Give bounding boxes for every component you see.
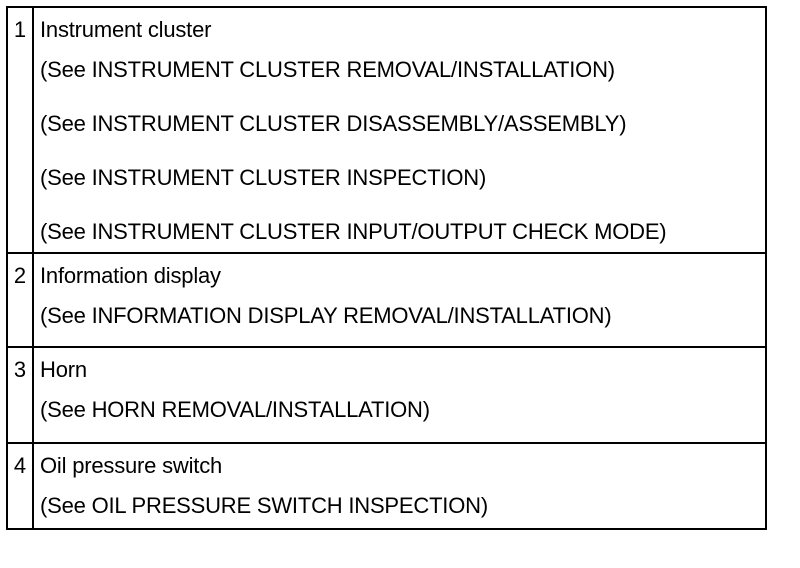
reference-link[interactable]: (See INSTRUMENT CLUSTER INSPECTION) <box>40 156 765 210</box>
parts-table: 1 Instrument cluster (See INSTRUMENT CLU… <box>6 6 767 530</box>
reference-text[interactable]: (See INSTRUMENT CLUSTER INPUT/OUTPUT CHE… <box>40 219 667 244</box>
table-row: 3 Horn (See HORN REMOVAL/INSTALLATION) <box>7 346 766 443</box>
reference-link[interactable]: (See INSTRUMENT CLUSTER REMOVAL/INSTALLA… <box>40 48 765 102</box>
reference-text[interactable]: (See INFORMATION DISPLAY REMOVAL/INSTALL… <box>40 303 612 328</box>
reference-text[interactable]: (See INSTRUMENT CLUSTER INSPECTION) <box>40 165 487 190</box>
row-number: 3 <box>7 346 34 443</box>
reference-link[interactable]: (See INSTRUMENT CLUSTER INPUT/OUTPUT CHE… <box>40 210 765 252</box>
row-title: Information display <box>40 263 221 288</box>
reference-link[interactable]: (See INSTRUMENT CLUSTER DISASSEMBLY/ASSE… <box>40 102 765 156</box>
row-content: Horn (See HORN REMOVAL/INSTALLATION) <box>33 346 766 443</box>
reference-link[interactable]: (See HORN REMOVAL/INSTALLATION) <box>40 388 765 442</box>
row-number: 1 <box>7 7 34 253</box>
row-content: Instrument cluster (See INSTRUMENT CLUST… <box>33 7 766 253</box>
row-number: 4 <box>7 442 34 529</box>
row-title: Instrument cluster <box>40 17 212 42</box>
reference-link[interactable]: (See OIL PRESSURE SWITCH INSPECTION) <box>40 484 765 528</box>
row-title: Horn <box>40 357 87 382</box>
reference-link[interactable]: (See INFORMATION DISPLAY REMOVAL/INSTALL… <box>40 294 765 346</box>
reference-text[interactable]: (See HORN REMOVAL/INSTALLATION) <box>40 397 430 422</box>
reference-text[interactable]: (See INSTRUMENT CLUSTER REMOVAL/INSTALLA… <box>40 57 615 82</box>
table-row: 2 Information display (See INFORMATION D… <box>7 252 766 347</box>
row-number: 2 <box>7 252 34 347</box>
row-content: Oil pressure switch (See OIL PRESSURE SW… <box>33 442 766 529</box>
row-title: Oil pressure switch <box>40 453 223 478</box>
reference-text[interactable]: (See OIL PRESSURE SWITCH INSPECTION) <box>40 493 488 518</box>
reference-text[interactable]: (See INSTRUMENT CLUSTER DISASSEMBLY/ASSE… <box>40 111 627 136</box>
row-content: Information display (See INFORMATION DIS… <box>33 252 766 347</box>
table-row: 4 Oil pressure switch (See OIL PRESSURE … <box>7 442 766 529</box>
table-row: 1 Instrument cluster (See INSTRUMENT CLU… <box>7 7 766 253</box>
